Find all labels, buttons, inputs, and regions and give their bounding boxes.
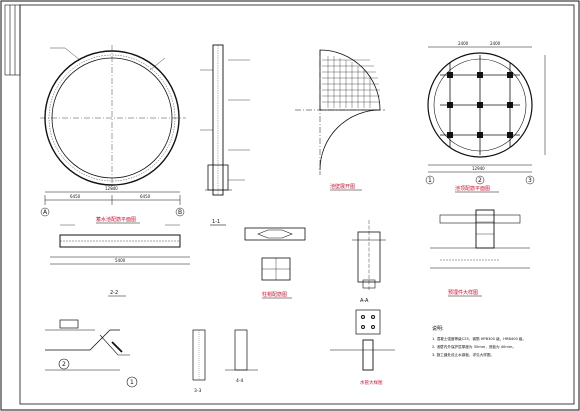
notes-line-1: 1. 混凝土强度等级C25，钢筋 HPB300 级，HRB400 级。 (432, 336, 526, 341)
axis-bubble-a-label: A (43, 209, 48, 216)
ring-dim-overall: 12940 (105, 186, 118, 191)
anchor-detail (430, 209, 530, 269)
top-axis-1-label: 1 (428, 177, 432, 184)
detail-bubble-2-label: 2 (62, 361, 66, 368)
section-3-3 (192, 329, 206, 381)
detail-bubble-1 (126, 376, 138, 388)
top-dim-total: 12940 (472, 166, 485, 171)
top-axis-2-label: 2 (478, 177, 482, 184)
section-a-a (352, 220, 386, 290)
detail-bubble-2 (58, 358, 70, 370)
notes-heading: 说明: (432, 325, 444, 332)
top-ring-column-marks (447, 72, 513, 138)
section-4-4-label: 4-4 (236, 378, 243, 384)
notes-line-3: 3. 施工缝处设止水钢板，详见大样图。 (432, 352, 494, 357)
column-cap-detail (244, 227, 306, 281)
ring-dim-left: 6450 (70, 194, 81, 199)
top-axis-3-label: 3 (528, 177, 532, 184)
anchor-detail-title: 预埋件大样图 (448, 289, 478, 296)
detail-bubble-1-label: 1 (130, 379, 134, 386)
top-axis-3 (525, 175, 535, 185)
section-4-4 (225, 329, 258, 371)
quarter-plan (295, 49, 385, 175)
pipe-detail-title: 水管大样图 (360, 379, 383, 386)
top-axis-1 (425, 175, 435, 185)
inner-frame (19, 4, 575, 405)
detail-bottom-left (45, 319, 130, 371)
beam-dim-length: 5400 (115, 258, 126, 263)
top-ring-plan-title: 池顶配筋平面图 (455, 185, 490, 192)
section-1-1-label: 1-1 (212, 219, 220, 225)
ring-plan-view (40, 45, 186, 205)
wall-section (200, 44, 250, 196)
section-3-3-label: 3-3 (194, 388, 201, 394)
binding-strip (4, 4, 21, 76)
top-dim-a: 2400 (458, 41, 469, 46)
top-dim-b: 2400 (490, 41, 501, 46)
axis-bubble-b-label: B (178, 209, 182, 216)
ring-plan-title: 蓄水池配筋平面图 (96, 216, 136, 223)
pipe-detail (330, 309, 395, 371)
notes-line-2: 2. 池壁内外保护层厚度为 35mm，底板为 40mm。 (432, 344, 516, 349)
top-axis-2 (475, 175, 485, 185)
section-a-a-label: A-A (360, 298, 369, 304)
section-2-2-label: 2-2 (110, 290, 118, 296)
top-ring-plan (427, 46, 546, 173)
beam-section-2-2 (50, 224, 190, 265)
ring-dim-right: 6450 (140, 194, 151, 199)
quarter-hatch (322, 56, 380, 108)
axis-bubble-b (175, 207, 185, 217)
axis-bubble-a (40, 207, 50, 217)
column-detail-title: 柱帽配筋图 (262, 291, 287, 298)
wall-plan-title: 池壁展开图 (330, 183, 355, 190)
